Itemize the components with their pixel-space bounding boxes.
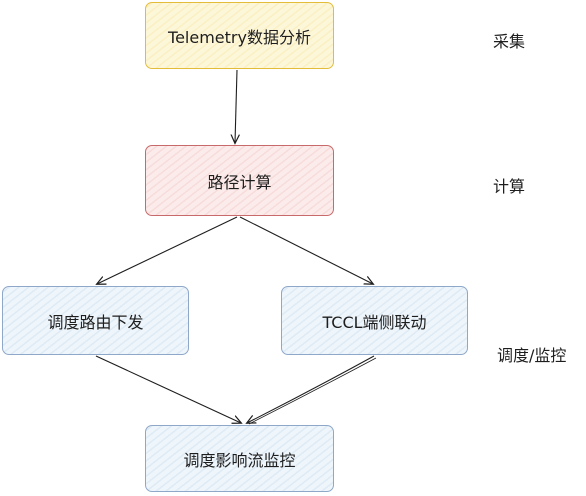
node-tccl-linkage-label: TCCL端侧联动 <box>322 312 427 332</box>
node-telemetry-analysis-label: Telemetry数据分析 <box>168 27 311 47</box>
node-path-computation: 路径计算 <box>145 145 334 216</box>
stage-label-compute: 计算 <box>493 177 526 196</box>
node-path-computation-label: 路径计算 <box>207 172 272 192</box>
node-telemetry-analysis: Telemetry数据分析 <box>145 2 334 69</box>
arrow-compute-to-tccl <box>239 216 373 284</box>
arrow-tccl-to-monitor <box>247 355 375 423</box>
stage-label-collect: 采集 <box>493 32 526 51</box>
arrow-route-to-monitor <box>95 355 241 423</box>
node-flow-monitoring: 调度影响流监控 <box>145 425 334 492</box>
node-route-dispatch-label: 调度路由下发 <box>47 312 144 332</box>
node-flow-monitoring-label: 调度影响流监控 <box>183 450 296 470</box>
node-tccl-linkage: TCCL端侧联动 <box>281 286 468 355</box>
arrow-tccl-to-monitor-sketch-stroke <box>248 357 377 425</box>
stage-label-dispatch-monitor: 调度/监控 <box>497 346 567 365</box>
arrow-compute-to-route <box>97 216 238 284</box>
arrow-collect-to-compute <box>235 69 237 143</box>
node-route-dispatch: 调度路由下发 <box>2 286 189 355</box>
